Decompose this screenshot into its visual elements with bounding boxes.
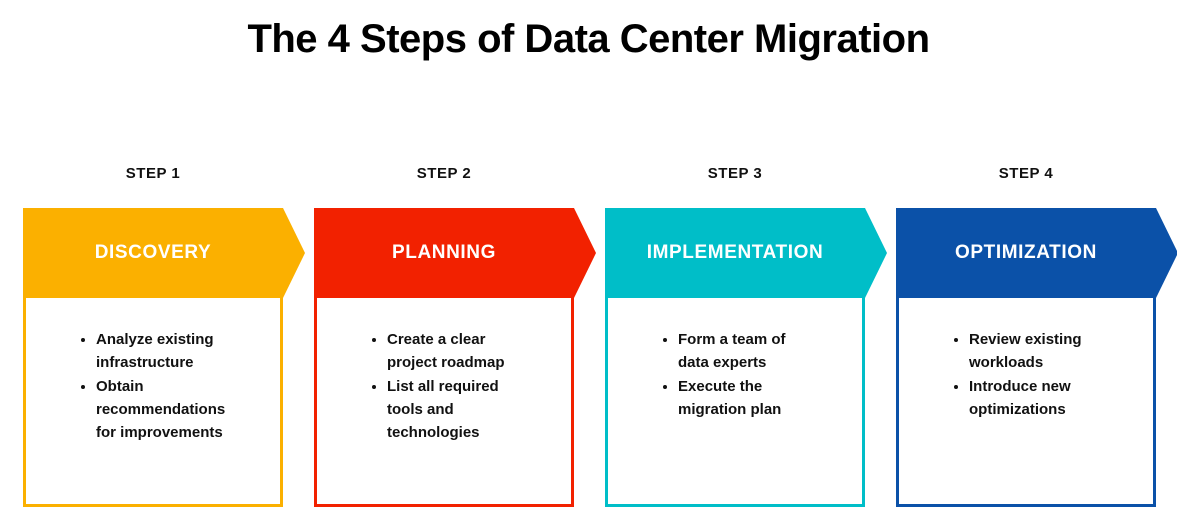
arrow-right-tip-icon bbox=[1156, 208, 1177, 298]
step-column-implementation: STEP 3 IMPLEMENTATION Form a team of dat… bbox=[605, 164, 887, 507]
bullet-item: Execute the migration plan bbox=[678, 375, 854, 422]
arrow-right-tip-icon bbox=[865, 208, 887, 298]
bullet-item: Introduce new optimizations bbox=[969, 375, 1145, 422]
step-arrow-banner: OPTIMIZATION bbox=[896, 208, 1177, 298]
bullet-list: Review existing workloads Introduce new … bbox=[899, 328, 1145, 421]
step-title: OPTIMIZATION bbox=[955, 242, 1097, 263]
step-column-discovery: STEP 1 DISCOVERY Analyze existing infras… bbox=[23, 164, 305, 507]
step-detail-box: Review existing workloads Introduce new … bbox=[896, 298, 1156, 507]
steps-row: STEP 1 DISCOVERY Analyze existing infras… bbox=[0, 164, 1177, 507]
bullet-list: Create a clear project roadmap List all … bbox=[317, 328, 563, 444]
step-number-label: STEP 1 bbox=[125, 165, 181, 182]
bullet-list: Form a team of data experts Execute the … bbox=[608, 328, 854, 421]
bullet-list: Analyze existing infrastructure Obtain r… bbox=[26, 328, 272, 444]
step-arrow-banner: DISCOVERY bbox=[23, 208, 305, 298]
bullet-item: Obtain recommendations for improvements bbox=[96, 375, 272, 445]
bullet-item: List all required tools and technologies bbox=[387, 375, 563, 445]
bullet-item: Analyze existing infrastructure bbox=[96, 328, 272, 375]
page-title: The 4 Steps of Data Center Migration bbox=[247, 17, 930, 61]
step-title: IMPLEMENTATION bbox=[646, 242, 824, 263]
step-arrow-banner: PLANNING bbox=[314, 208, 596, 298]
arrow-right-tip-icon bbox=[283, 208, 305, 298]
bullet-item: Create a clear project roadmap bbox=[387, 328, 563, 375]
step-arrow-banner: IMPLEMENTATION bbox=[605, 208, 887, 298]
step-column-optimization: STEP 4 OPTIMIZATION Review existing work… bbox=[896, 164, 1177, 507]
step-column-planning: STEP 2 PLANNING Create a clear project r… bbox=[314, 164, 596, 507]
step-detail-box: Create a clear project roadmap List all … bbox=[314, 298, 574, 507]
bullet-item: Form a team of data experts bbox=[678, 328, 854, 375]
step-detail-box: Form a team of data experts Execute the … bbox=[605, 298, 865, 507]
step-number-label: STEP 4 bbox=[998, 165, 1054, 182]
step-detail-box: Analyze existing infrastructure Obtain r… bbox=[23, 298, 283, 507]
step-title: DISCOVERY bbox=[94, 242, 212, 263]
bullet-item: Review existing workloads bbox=[969, 328, 1145, 375]
step-title: PLANNING bbox=[391, 242, 497, 263]
step-number-label: STEP 3 bbox=[707, 165, 763, 182]
step-number-label: STEP 2 bbox=[416, 165, 472, 182]
arrow-right-tip-icon bbox=[574, 208, 596, 298]
